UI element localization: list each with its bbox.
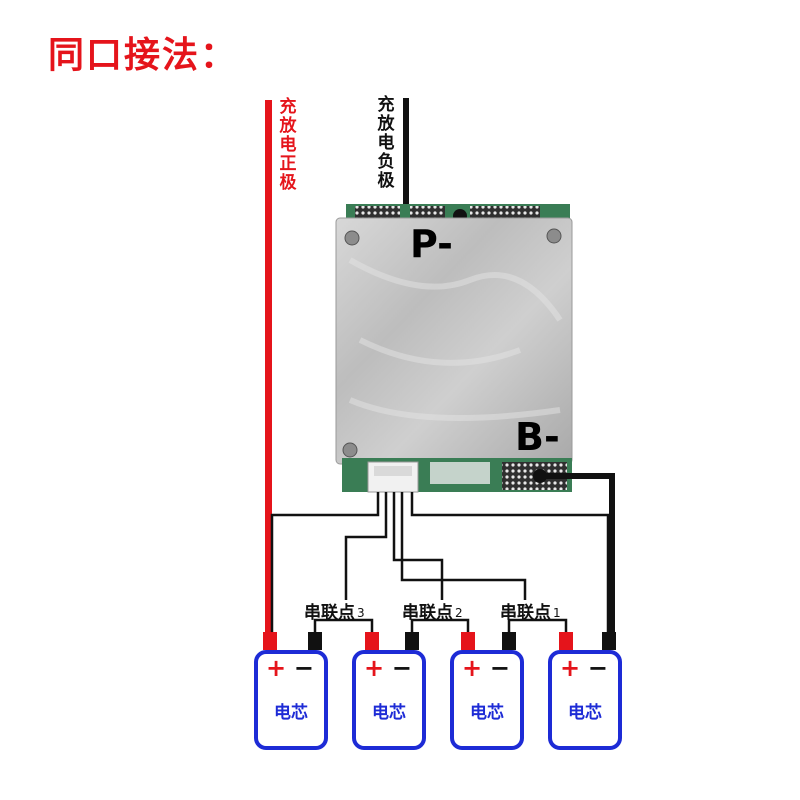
minus-sign: − — [587, 654, 608, 682]
series-joint-number: 1 — [553, 606, 561, 620]
page-title: 同口接法： — [48, 35, 239, 76]
negative-wire-label: 充放电负极 — [377, 95, 395, 191]
plus-sign: + — [364, 654, 385, 682]
battery-cell-4: + − 电芯 — [548, 650, 622, 750]
cell-label: 电芯 — [274, 703, 308, 723]
cell-label: 电芯 — [568, 703, 602, 723]
series-joint-number: 3 — [357, 606, 365, 620]
plus-sign: + — [462, 654, 483, 682]
negative-wire — [403, 98, 409, 213]
positive-wire — [265, 100, 272, 638]
battery-cell-1: + − 电芯 — [254, 650, 328, 750]
series-joint-number: 2 — [455, 606, 463, 620]
series-joint-label: 串联点 — [304, 603, 355, 623]
pcb-bottom-strip — [342, 458, 572, 493]
series-joint-label: 串联点 — [500, 603, 551, 623]
b-negative-wire — [538, 473, 615, 636]
minus-sign: − — [293, 654, 314, 682]
series-links — [313, 618, 568, 636]
balance-wires — [270, 492, 610, 636]
battery-cell-3: + − 电芯 — [450, 650, 524, 750]
series-joint-label: 串联点 — [402, 603, 453, 623]
minus-sign: − — [391, 654, 412, 682]
p-minus-label: P- — [410, 222, 453, 266]
screw-icon — [546, 228, 562, 244]
cell-label: 电芯 — [470, 703, 504, 723]
plus-sign: + — [266, 654, 287, 682]
bms-board — [335, 217, 573, 465]
plus-sign: + — [560, 654, 581, 682]
screw-icon — [342, 442, 358, 458]
positive-wire-label: 充放电正极 — [279, 97, 297, 193]
b-minus-label: B- — [515, 415, 560, 459]
terminals — [263, 632, 616, 650]
cell-label: 电芯 — [372, 703, 406, 723]
battery-cell-2: + − 电芯 — [352, 650, 426, 750]
minus-sign: − — [489, 654, 510, 682]
screw-icon — [344, 230, 360, 246]
